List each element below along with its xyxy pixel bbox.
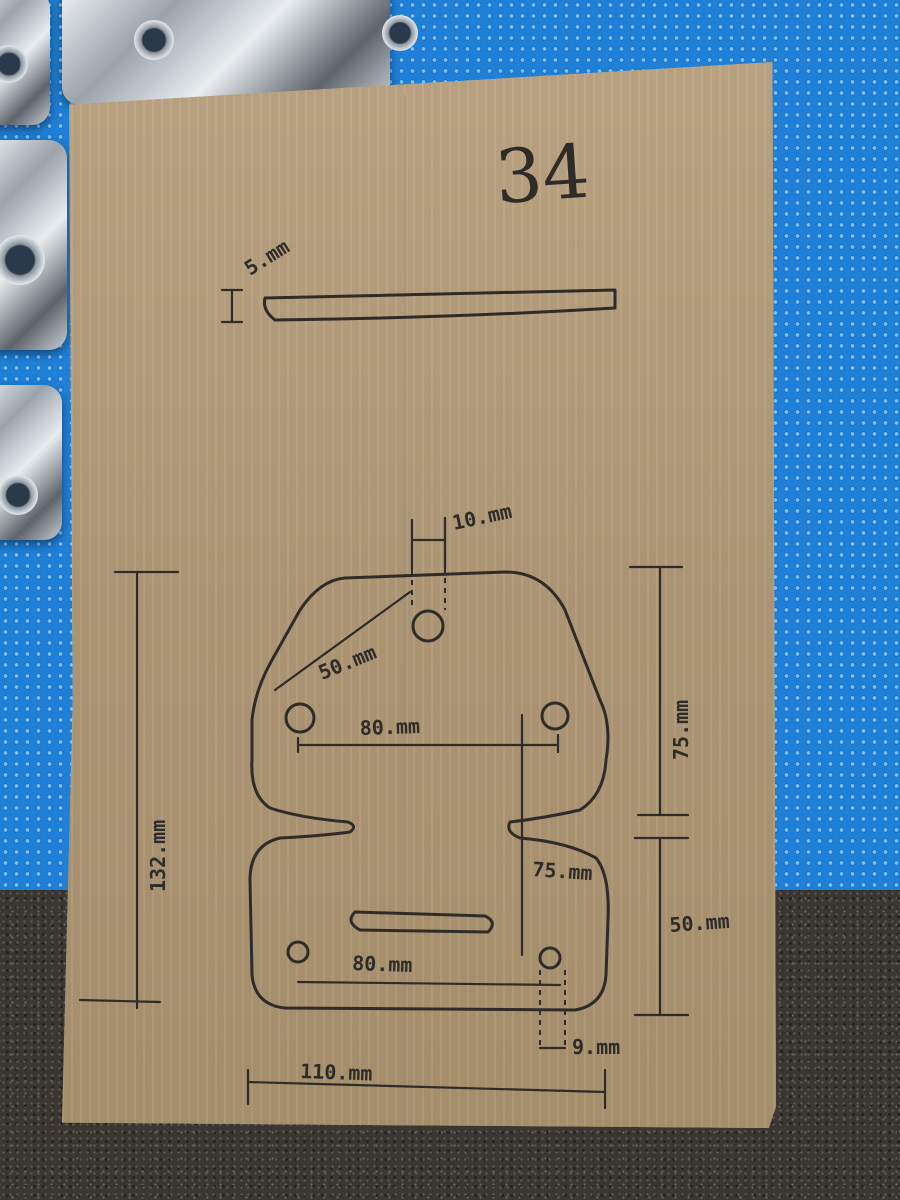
label-thickness: 5.mm [240,234,294,280]
label-total-height: 132.mm [146,820,170,892]
label-hole-diameter: 10.mm [450,499,514,535]
steel-bracket-left-3 [0,385,62,540]
label-diagonal: 50.mm [315,640,380,685]
plate-outline [248,570,610,1012]
side-profile [220,288,617,324]
sheet-number: 34 [492,129,592,221]
label-upper-hole-spacing: 80.mm [359,714,420,740]
steel-bracket-left-1 [0,0,50,125]
steel-bracket-left-2 [0,140,67,350]
label-total-width: 110.mm [300,1059,373,1086]
label-upper-height: 75.mm [669,700,693,760]
label-lower-hole-spacing: 80.mm [352,951,413,977]
cardboard-sheet [62,62,776,1128]
label-small-hole: 9.mm [572,1035,620,1059]
label-inner-vertical: 75.mm [532,857,594,885]
cardboard-fold [404,95,408,1125]
label-lower-height: 50.mm [669,909,731,937]
dimension-lines [78,516,690,1110]
steel-bracket-top [62,0,418,105]
